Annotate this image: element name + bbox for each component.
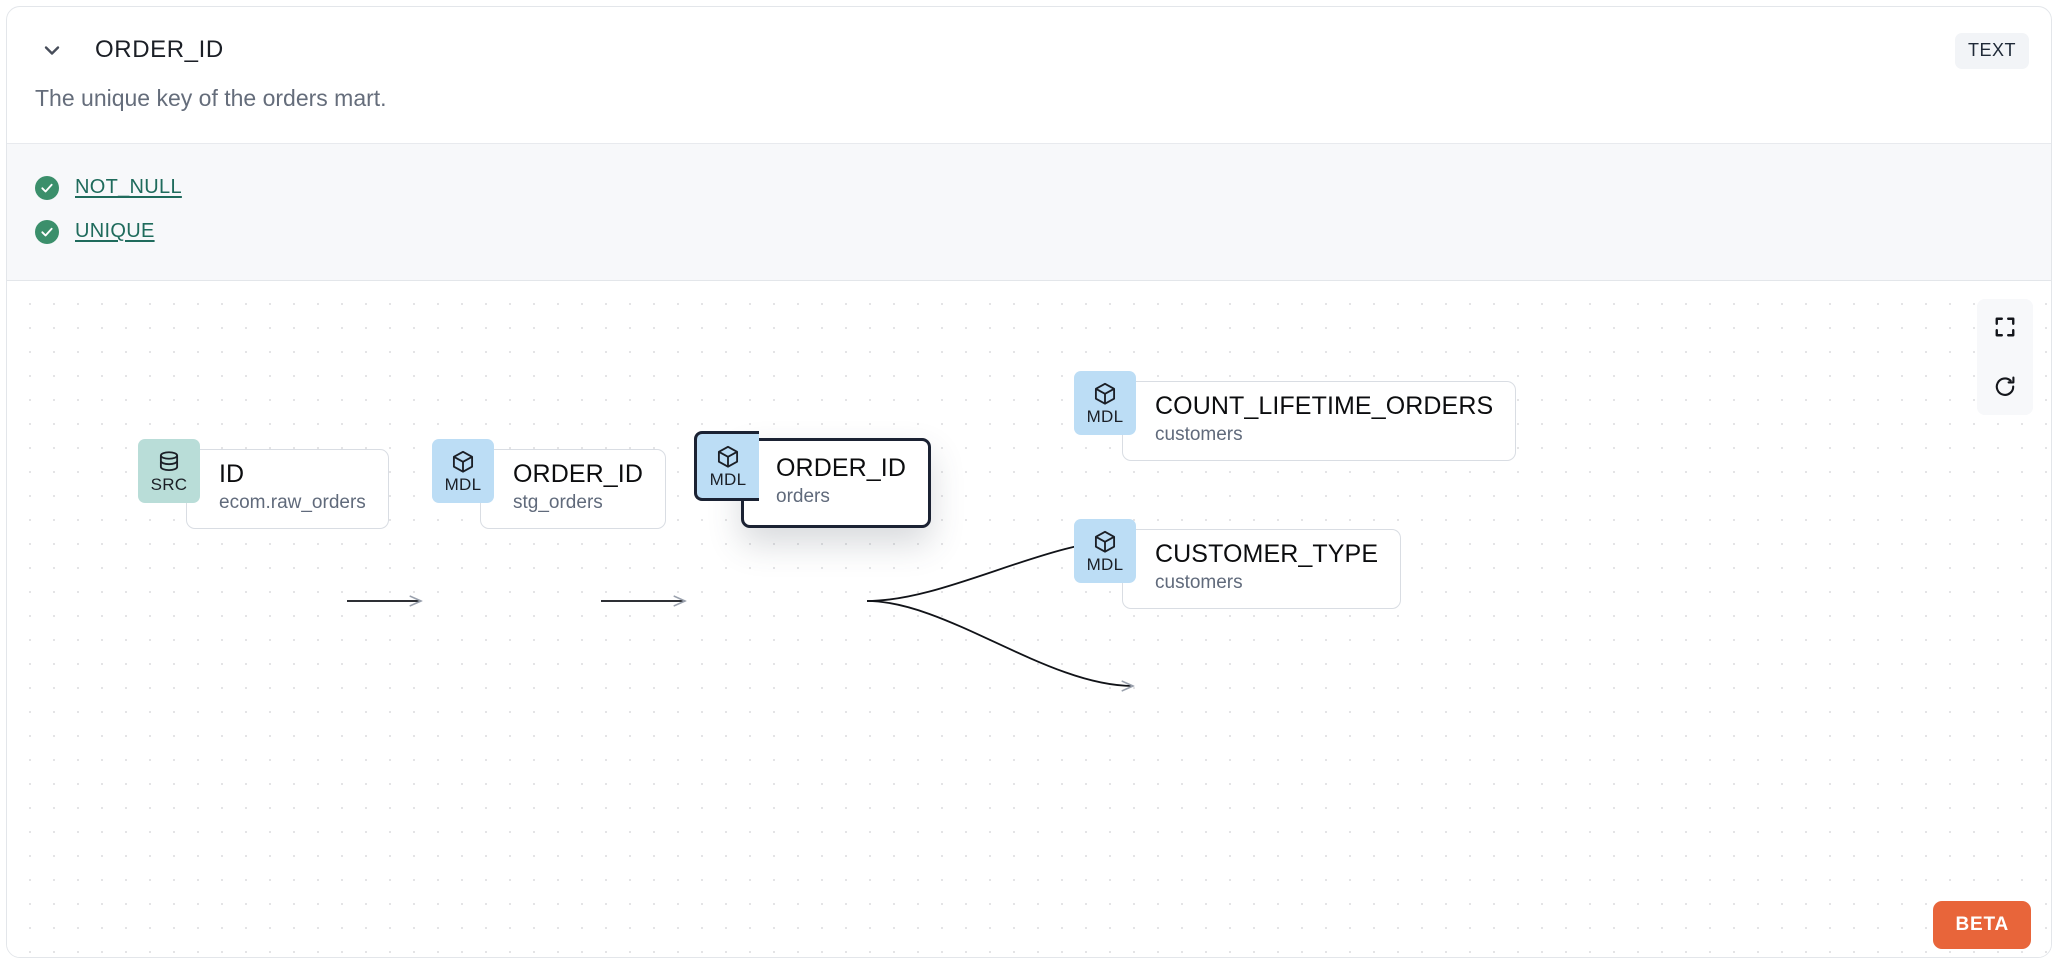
node-card[interactable]: COUNT_LIFETIME_ORDERS customers bbox=[1122, 380, 1517, 461]
node-card[interactable]: ORDER_ID stg_orders bbox=[480, 448, 666, 529]
test-row: UNIQUE bbox=[35, 210, 2023, 254]
node-model-name: customers bbox=[1155, 424, 1243, 446]
node-badge-label: SRC bbox=[150, 474, 188, 494]
beta-badge[interactable]: BETA bbox=[1933, 900, 2031, 949]
test-link-not-null[interactable]: NOT_NULL bbox=[75, 176, 182, 199]
cube-icon bbox=[1094, 382, 1116, 405]
node-model-name: stg_orders bbox=[513, 492, 603, 514]
node-card[interactable]: ID ecom.raw_orders bbox=[186, 448, 389, 529]
node-badge-label: MDL bbox=[709, 469, 747, 489]
column-description: The unique key of the orders mart. bbox=[35, 85, 387, 111]
node-model-name: orders bbox=[776, 486, 830, 508]
node-badge-mdl: MDL bbox=[432, 438, 494, 503]
panel-header: ORDER_ID TEXT bbox=[7, 7, 2051, 93]
node-badge-label: MDL bbox=[444, 474, 482, 494]
lineage-node-src-id[interactable]: SRC ID ecom.raw_orders bbox=[138, 438, 389, 529]
test-link-unique[interactable]: UNIQUE bbox=[75, 220, 155, 243]
lineage-node-count-lifetime-orders[interactable]: MDL COUNT_LIFETIME_ORDERS customers bbox=[1074, 370, 1517, 461]
database-icon bbox=[159, 450, 179, 471]
node-badge-mdl: MDL bbox=[1074, 518, 1136, 583]
lineage-canvas[interactable]: SRC ID ecom.raw_orders MDL bbox=[7, 280, 2051, 958]
node-card[interactable]: CUSTOMER_TYPE customers bbox=[1122, 528, 1402, 609]
fullscreen-icon[interactable] bbox=[1977, 298, 2033, 355]
node-badge-mdl: MDL bbox=[1074, 370, 1136, 435]
lineage-node-customer-type[interactable]: MDL CUSTOMER_TYPE customers bbox=[1074, 518, 1402, 609]
node-column-name: ID bbox=[219, 459, 245, 488]
page-title: ORDER_ID bbox=[95, 36, 224, 63]
node-badge-label: MDL bbox=[1086, 406, 1124, 426]
node-model-name: customers bbox=[1155, 572, 1243, 594]
node-card-selected[interactable]: ORDER_ID orders bbox=[741, 437, 931, 528]
node-column-name: COUNT_LIFETIME_ORDERS bbox=[1155, 391, 1494, 420]
cube-icon bbox=[452, 450, 474, 473]
node-model-name: ecom.raw_orders bbox=[219, 492, 366, 514]
check-circle-icon bbox=[35, 219, 59, 244]
data-type-badge: TEXT bbox=[1954, 33, 2029, 69]
panel-card: ORDER_ID TEXT The unique key of the orde… bbox=[6, 6, 2052, 958]
test-row: NOT_NULL bbox=[35, 166, 2023, 210]
node-column-name: CUSTOMER_TYPE bbox=[1155, 539, 1379, 568]
cube-icon bbox=[1094, 530, 1116, 553]
lineage-edges bbox=[347, 281, 2051, 958]
node-badge-label: MDL bbox=[1086, 554, 1124, 574]
chevron-down-icon[interactable] bbox=[35, 33, 69, 67]
tests-section: NOT_NULL UNIQUE bbox=[7, 142, 2051, 281]
node-badge-src: SRC bbox=[138, 438, 200, 503]
cube-icon bbox=[717, 445, 739, 468]
node-badge-mdl: MDL bbox=[694, 430, 759, 501]
check-circle-icon bbox=[35, 175, 59, 200]
lineage-node-stg-order-id[interactable]: MDL ORDER_ID stg_orders bbox=[432, 438, 666, 529]
edge-orders-to-type bbox=[866, 599, 1133, 686]
canvas-controls bbox=[1977, 298, 2033, 415]
lineage-node-orders-order-id[interactable]: MDL ORDER_ID orders bbox=[694, 430, 931, 528]
node-column-name: ORDER_ID bbox=[513, 459, 643, 488]
refresh-icon[interactable] bbox=[1977, 358, 2033, 415]
node-column-name: ORDER_ID bbox=[776, 453, 906, 482]
